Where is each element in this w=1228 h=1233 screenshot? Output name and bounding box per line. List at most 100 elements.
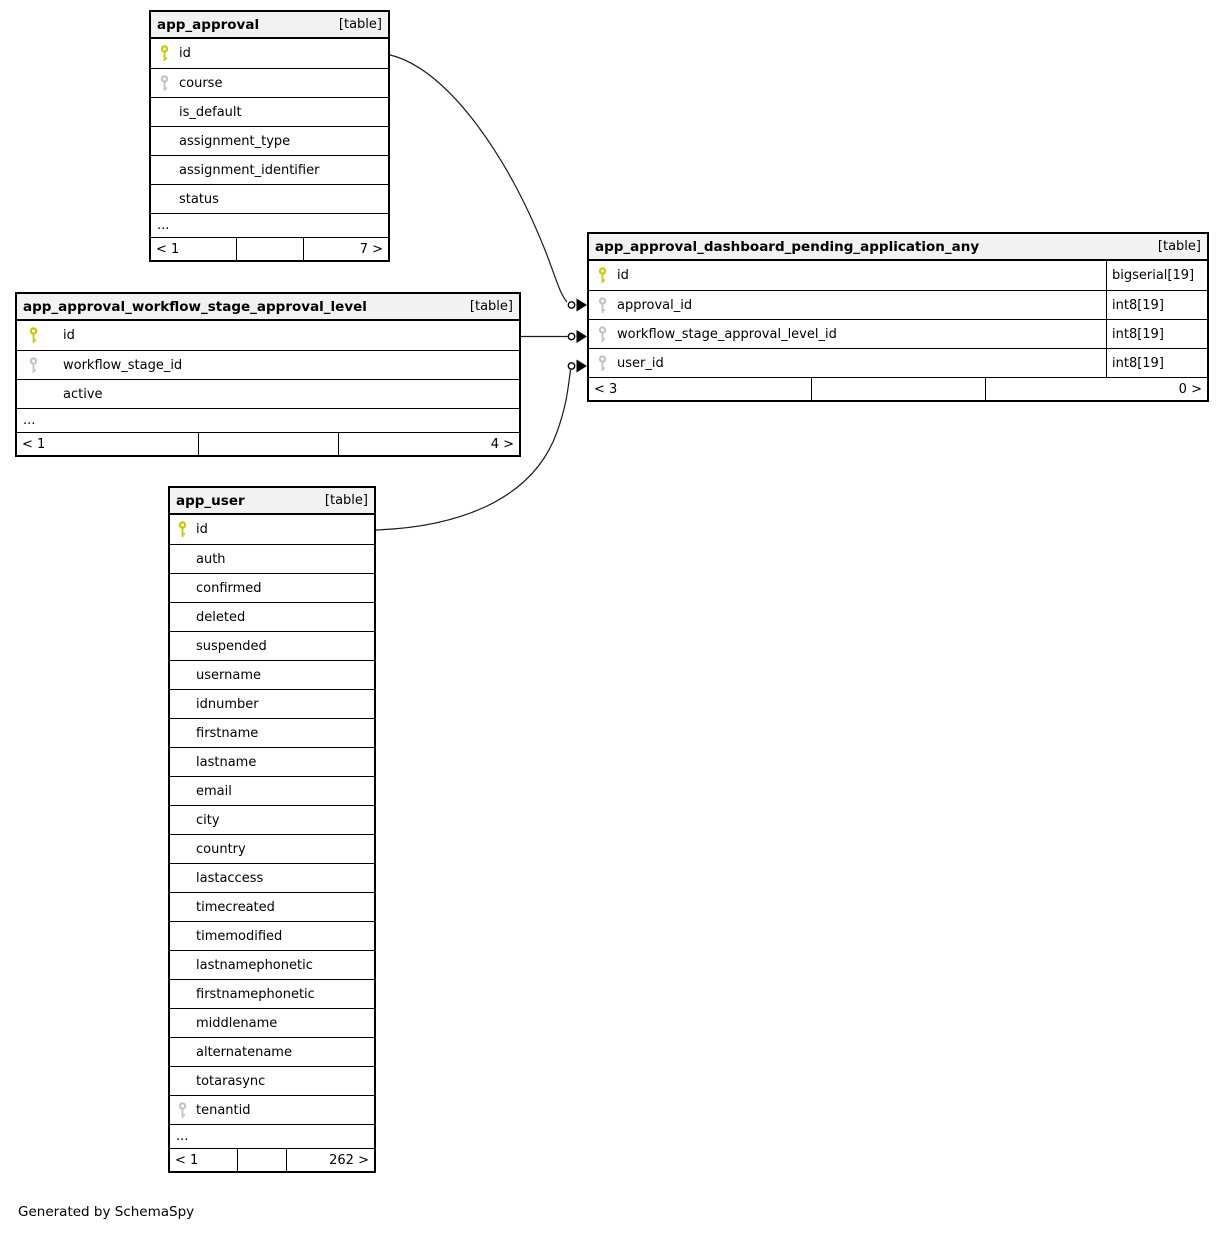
column-name: deleted (196, 609, 246, 625)
primary-key-glyph (178, 521, 187, 537)
footer-spacer-cell (811, 378, 984, 400)
column-name: firstname (196, 725, 259, 741)
column-name: assignment_type (179, 133, 291, 149)
column-name: confirmed (196, 580, 262, 596)
column-name: approval_id (617, 297, 693, 313)
table-title[interactable]: app_approval (157, 16, 260, 33)
table-title[interactable]: app_approval_workflow_stage_approval_lev… (23, 298, 367, 315)
column-name: user_id (617, 355, 664, 371)
column-row-tenantid: tenantid (170, 1095, 374, 1124)
column-name: lastaccess (196, 870, 264, 886)
column-type: int8[19] (1106, 320, 1207, 348)
relationship-app_approval-to-approval_id (389, 54, 587, 312)
column-row-firstname: firstname (170, 718, 374, 747)
column-name: id (617, 268, 629, 283)
column-row-course: course (151, 68, 388, 97)
column-row-username: username (170, 660, 374, 689)
arrowhead-icon (576, 359, 587, 373)
column-row-id: id (151, 39, 388, 68)
ellipsis-row: ... (17, 408, 519, 432)
table-title[interactable]: app_user (176, 492, 245, 509)
column-row-deleted: deleted (170, 602, 374, 631)
foreign-key-glyph (160, 74, 169, 91)
column-name: suspended (196, 638, 267, 654)
column-type: int8[19] (1106, 349, 1207, 377)
table-tag: [table] (469, 299, 513, 314)
ellipsis-row: ... (151, 213, 388, 237)
column-rows: id auth confirmed deleted suspended username i… (170, 515, 374, 1124)
column-name: timemodified (196, 928, 283, 944)
table-header: app_approval [table] (151, 12, 388, 39)
footer-child-count: 262 > (286, 1149, 374, 1171)
column-name: assignment_identifier (179, 162, 320, 178)
column-row-assignment_identifier: assignment_identifier (151, 155, 388, 184)
column-name: idnumber (196, 696, 259, 712)
foreign-key-icon (17, 356, 63, 374)
column-row-lastaccess: lastaccess (170, 863, 374, 892)
table-footer: < 1 262 > (170, 1148, 374, 1171)
table-tag: [table] (1157, 239, 1201, 254)
footer-parent-count: < 1 (156, 241, 180, 257)
column-row-city: city (170, 805, 374, 834)
column-name: auth (196, 551, 226, 567)
column-row-timemodified: timemodified (170, 921, 374, 950)
column-row-assignment_type: assignment_type (151, 126, 388, 155)
primary-key-icon (589, 267, 617, 284)
table-header: app_user [table] (170, 488, 374, 515)
foreign-key-icon (589, 296, 617, 314)
primary-key-glyph (598, 267, 607, 283)
column-name: course (179, 75, 223, 91)
footer-parent-count: < 1 (22, 436, 46, 452)
column-name: middlename (196, 1015, 278, 1031)
foreign-key-icon (589, 325, 617, 343)
cardinality-circle-icon (567, 332, 576, 341)
footer-child-count: 0 > (984, 378, 1207, 400)
column-row-id: id (170, 515, 374, 544)
column-row-status: status (151, 184, 388, 213)
table-app_user[interactable]: app_user [table] id auth confirmed deleted s… (168, 486, 376, 1173)
relationship-workflow_stage_approval_level-to-workflow_stage_approval_level_id (521, 330, 587, 343)
column-name: firstnamephonetic (196, 986, 315, 1002)
column-row-timecreated: timecreated (170, 892, 374, 921)
column-type: int8[19] (1106, 291, 1207, 319)
table-footer: < 1 4 > (17, 432, 519, 455)
column-row-middlename: middlename (170, 1008, 374, 1037)
cardinality-circle-icon (567, 301, 576, 309)
column-row-suspended: suspended (170, 631, 374, 660)
table-app_approval_dashboard_pending_application_any[interactable]: app_approval_dashboard_pending_applicati… (587, 232, 1209, 402)
column-type: bigserial[19] (1106, 261, 1207, 290)
table-footer: < 3 0 > (589, 377, 1207, 400)
column-row-lastname: lastname (170, 747, 374, 776)
column-name: city (196, 812, 220, 828)
footer-parent-count: < 1 (175, 1152, 199, 1168)
column-row-country: country (170, 834, 374, 863)
table-app_approval_workflow_stage_approval_level[interactable]: app_approval_workflow_stage_approval_lev… (15, 292, 521, 457)
footer-spacer-cell (197, 433, 339, 455)
column-row-totarasync: totarasync (170, 1066, 374, 1095)
column-name: id (196, 522, 208, 537)
primary-key-icon (170, 521, 196, 538)
column-row-auth: auth (170, 544, 374, 573)
table-tag: [table] (324, 493, 368, 508)
column-name: status (179, 191, 219, 207)
table-footer: < 1 7 > (151, 237, 388, 260)
column-rows: id bigserial[19] approval_id int8[19]workfl… (589, 261, 1207, 377)
schemaspy-credit: Generated by SchemaSpy (18, 1204, 195, 1220)
column-name: workflow_stage_id (63, 357, 183, 373)
column-name: is_default (179, 104, 242, 120)
footer-parent-count: < 3 (594, 381, 618, 397)
foreign-key-glyph (598, 296, 607, 313)
column-row-id: id (17, 321, 519, 350)
footer-child-count: 4 > (338, 433, 519, 455)
column-name: country (196, 841, 246, 857)
column-row-active: active (17, 379, 519, 408)
table-title[interactable]: app_approval_dashboard_pending_applicati… (595, 238, 980, 255)
relationship-curve (389, 54, 568, 303)
table-tag: [table] (338, 17, 382, 32)
foreign-key-glyph (598, 325, 607, 342)
ellipsis-row: ... (170, 1124, 374, 1148)
table-header: app_approval_dashboard_pending_applicati… (589, 234, 1207, 261)
